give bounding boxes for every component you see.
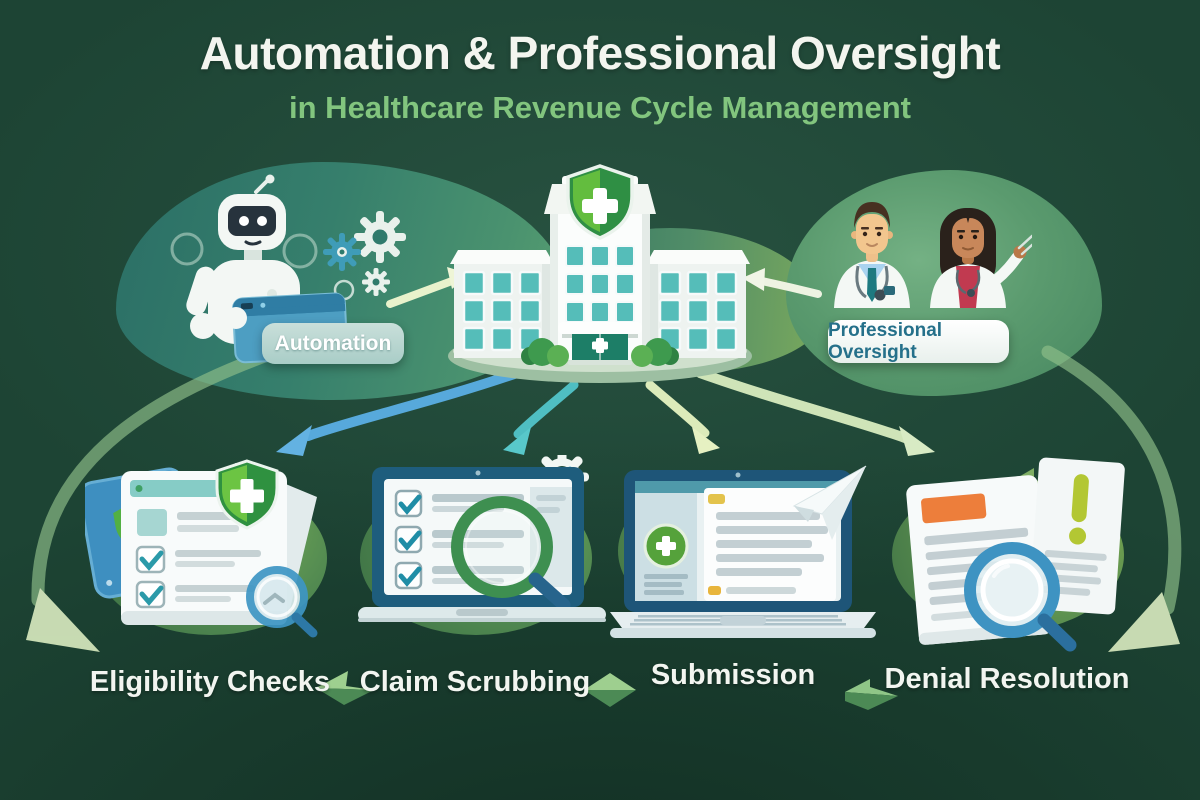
stage-label-submission: Submission xyxy=(650,658,816,691)
hospital-building-icon xyxy=(450,176,750,365)
laptop-base xyxy=(610,612,876,638)
documents-alert-magnifier-icon xyxy=(906,457,1125,652)
robot-hand xyxy=(225,307,247,329)
fan-arrow-claim-scrubbing xyxy=(503,380,579,455)
doctors-illustration xyxy=(834,202,1032,308)
laptop-checklist-magnifier-icon xyxy=(358,455,606,622)
female-doctor-icon xyxy=(930,208,1032,308)
laptop-paper-plane-icon xyxy=(610,465,876,638)
stage-label-claim-scrubbing: Claim Scrubbing xyxy=(359,665,591,698)
male-doctor-icon xyxy=(834,202,910,308)
oversight-to-hospital-arrow xyxy=(742,268,822,298)
stage-connector-arrow-1 xyxy=(316,671,374,705)
stage-connector-arrow-2 xyxy=(584,673,636,707)
paper-plane-icon xyxy=(792,465,867,540)
professional-oversight-label: Professional Oversight xyxy=(828,320,1009,363)
gear-icon xyxy=(362,268,390,296)
stage-submission: Submission xyxy=(608,448,876,716)
stage-connector-arrow-3 xyxy=(845,679,898,710)
automation-label-text: Automation xyxy=(274,331,392,355)
stage-denial-resolution: Denial Resolution xyxy=(882,452,1132,720)
shield-cross-icon xyxy=(215,459,279,530)
stage-claim-scrubbing: Claim Scrubbing xyxy=(350,455,606,723)
fan-arrow-denial-resolution xyxy=(695,368,935,456)
automation-label: Automation xyxy=(262,323,404,364)
fan-arrow-eligibility xyxy=(276,367,525,456)
gear-icon xyxy=(323,233,361,271)
hospital-illustration xyxy=(448,164,752,383)
magnifier-icon xyxy=(451,496,571,612)
gear-icon xyxy=(354,211,406,263)
magnifier-icon xyxy=(964,542,1077,652)
outline-circle-icon xyxy=(170,232,204,266)
shield-cross-icon xyxy=(566,164,634,240)
laptop-base xyxy=(358,607,606,622)
page-subtitle: in Healthcare Revenue Cycle Management xyxy=(289,90,911,125)
outline-circle-icon xyxy=(282,233,318,269)
stage-eligibility-checks: Eligibility Checks xyxy=(85,455,335,723)
right-loop-arrow xyxy=(1041,345,1182,652)
bush-icon xyxy=(521,338,679,367)
magnifier-icon xyxy=(246,566,318,638)
fan-arrow-submission xyxy=(645,380,720,454)
stage-label-denial-resolution: Denial Resolution xyxy=(884,662,1130,695)
stage-label-eligibility-checks: Eligibility Checks xyxy=(89,665,331,698)
professional-oversight-label-text: Professional Oversight xyxy=(828,319,943,363)
page-title: Automation & Professional Oversight xyxy=(199,27,1001,79)
document-shield-magnifier-icon xyxy=(85,459,318,638)
